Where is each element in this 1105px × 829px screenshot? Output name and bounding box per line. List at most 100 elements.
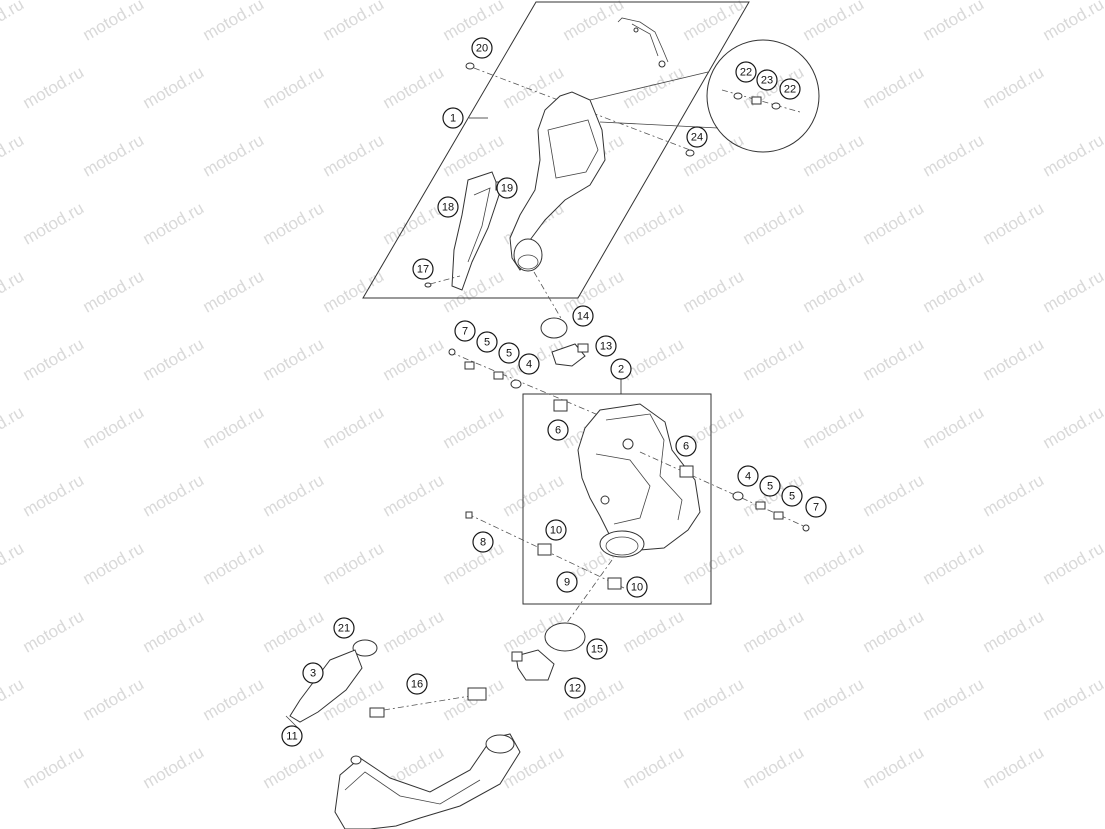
callout-19: 19 [496, 177, 518, 199]
callout-circle [476, 331, 498, 353]
callout-16: 16 [406, 673, 428, 695]
callout-label: 5 [789, 491, 795, 503]
callout-4: 4 [737, 465, 759, 487]
catalyst-outlet-inner [605, 536, 639, 556]
sensor-16 [369, 707, 385, 718]
heat-shield-ribs [467, 187, 491, 263]
callout-circle [756, 69, 778, 91]
ring-21 [352, 639, 378, 657]
callout-circle [686, 126, 708, 148]
callout-6: 6 [547, 419, 569, 441]
catalyst-group-frame [522, 393, 712, 605]
callout-label: 5 [506, 348, 512, 360]
callout-label: 16 [411, 679, 423, 691]
detail-circle [706, 39, 820, 153]
sensor-axis [383, 695, 471, 711]
heat-shield-18 [451, 171, 501, 291]
callout-label: 23 [761, 75, 773, 87]
callout-1: 1 [442, 107, 464, 129]
callout-label: 11 [286, 731, 297, 743]
callout-7: 7 [454, 320, 476, 342]
callout-circle [281, 725, 303, 747]
callout-5: 5 [476, 331, 498, 353]
clamp-12-screw [511, 651, 523, 662]
bracket-rivet [633, 27, 639, 33]
callout-label: 22 [740, 67, 752, 79]
rubber-10a [537, 543, 552, 556]
header-inlet [485, 734, 515, 754]
callout-circle [759, 475, 781, 497]
callout-label: 22 [784, 84, 796, 96]
callout-circle [454, 320, 476, 342]
callout-circle [781, 485, 803, 507]
washer-4a [510, 379, 522, 389]
callout-label: 17 [417, 264, 429, 276]
callout-circle [498, 342, 520, 364]
callout-circle [572, 305, 594, 327]
header-pipe [334, 733, 521, 829]
callout-circle [406, 673, 428, 695]
callout-6: 6 [675, 435, 697, 457]
silencer-group-frame [362, 1, 750, 299]
catalyst-boss-2 [600, 495, 610, 505]
callout-circle [412, 258, 434, 280]
callout-label: 19 [501, 183, 513, 195]
callout-12: 12 [564, 677, 586, 699]
callout-24: 24 [686, 126, 708, 148]
callout-10: 10 [545, 519, 567, 541]
rubber-6a [553, 399, 568, 412]
callout-circle [595, 335, 617, 357]
detail-bushing-23 [751, 96, 762, 105]
callout-label: 5 [767, 481, 773, 493]
callout-circle [472, 531, 494, 553]
clamp-12 [515, 649, 555, 681]
seal-ring-15 [544, 622, 586, 652]
silencer-outlet [547, 119, 599, 179]
callout-17: 17 [412, 258, 434, 280]
callout-20: 20 [471, 37, 493, 59]
callout-label: 9 [564, 577, 570, 589]
left-mount-axis [449, 351, 611, 421]
callout-5: 5 [759, 475, 781, 497]
callout-9: 9 [556, 571, 578, 593]
detail-washer-22a [733, 92, 743, 100]
callout-label: 4 [526, 359, 532, 371]
callout-5: 5 [781, 485, 803, 507]
rubber-10b [607, 577, 622, 590]
callout-label: 8 [480, 537, 486, 549]
callout-10: 10 [626, 576, 648, 598]
spacer-5a [464, 361, 475, 370]
nut-20 [465, 62, 475, 70]
callout-circle [779, 78, 801, 100]
bracket-bolt [658, 60, 666, 68]
callout-label: 10 [631, 582, 643, 594]
callout-label: 2 [618, 364, 624, 376]
catalyst-seam-1 [605, 413, 683, 521]
detail-washer-22b [771, 102, 781, 110]
callout-label: 7 [462, 326, 468, 338]
catalyst-boss [622, 438, 634, 450]
upper-bracket [617, 17, 669, 63]
callout-23: 23 [756, 69, 778, 91]
screw-17 [424, 282, 432, 288]
callout-circle [556, 571, 578, 593]
callout-circle [564, 677, 586, 699]
silencer-inlet-inner [517, 254, 539, 270]
header-sensor-port [350, 755, 362, 765]
callout-circle [442, 107, 464, 129]
callout-circle [518, 353, 540, 375]
callout-circle [737, 465, 759, 487]
callout-label: 6 [683, 441, 689, 453]
upper-center-axis [533, 271, 566, 326]
callout-label: 21 [338, 623, 350, 635]
callout-circle [437, 196, 459, 218]
callout-14: 14 [572, 305, 594, 327]
callout-label: 7 [813, 502, 819, 514]
callout-circle [586, 638, 608, 660]
sensor-16-connector [467, 687, 487, 701]
callout-5: 5 [498, 342, 520, 364]
callout-label: 4 [745, 471, 751, 483]
callout-circle [735, 61, 757, 83]
